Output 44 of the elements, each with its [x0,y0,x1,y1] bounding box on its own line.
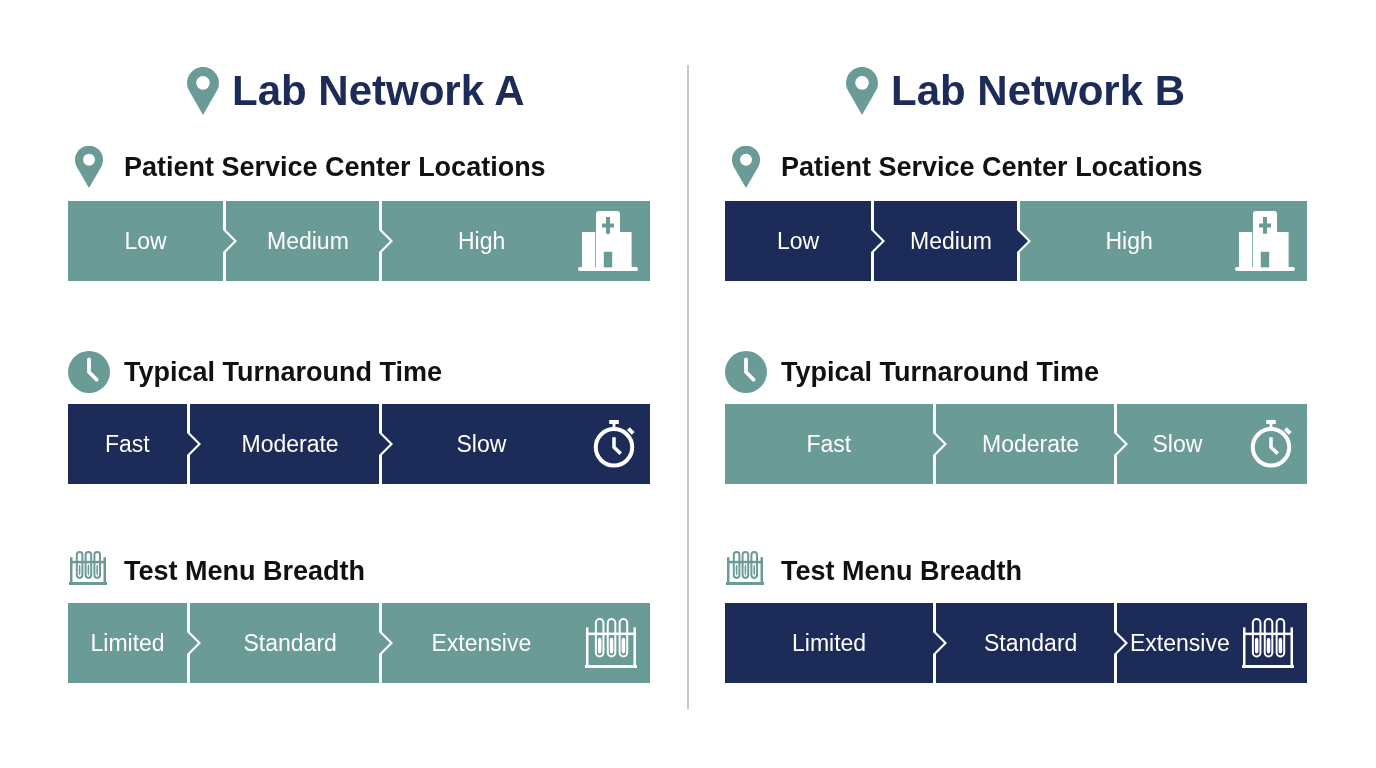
bar-segment [936,603,1125,683]
title: Lab Network B [891,67,1186,115]
section-heading: Patient Service Center Locations [781,152,1203,183]
segment-label: Extensive [1130,629,1230,658]
bar-segment [226,201,390,281]
bar-segment [874,201,1028,281]
bar-segment [1020,201,1307,281]
segment-label: Slow [1152,430,1203,459]
segment-label: Limited [792,629,867,658]
bar-segment [382,404,650,484]
bar-segment [936,404,1125,484]
segment-label: Low [777,227,820,256]
segment-label: Fast [105,430,150,459]
section-heading: Typical Turnaround Time [781,357,1100,388]
segment-label: Moderate [241,430,339,459]
segment-label: Slow [456,430,507,459]
segment-label: Fast [806,430,852,459]
bar-segment [68,603,198,683]
title: Lab Network A [232,67,525,115]
bar-segment [382,603,650,683]
bar-segment [382,201,650,281]
segment-label: Standard [243,629,337,658]
bar-segment [190,603,390,683]
bar-segment [725,201,882,281]
section-heading: Patient Service Center Locations [124,152,546,183]
segment-label: Medium [910,227,992,256]
segment-label: Standard [984,629,1078,658]
bar-segment [1117,603,1307,683]
bar-segment [190,404,390,484]
segment-label: Moderate [982,430,1080,459]
segment-label: Low [124,227,167,256]
segment-label: High [1105,227,1153,256]
segment-label: Medium [267,227,349,256]
segment-label: High [458,227,506,256]
section-heading: Typical Turnaround Time [124,357,443,388]
section-heading: Test Menu Breadth [124,556,366,587]
bar-segment [725,603,944,683]
bar-segment [68,404,198,484]
section-heading: Test Menu Breadth [781,556,1023,587]
bar-segment [1117,404,1307,484]
bar-segment [68,201,234,281]
segment-label: Limited [90,629,165,658]
segment-label: Extensive [431,629,532,658]
bar-segment [725,404,944,484]
